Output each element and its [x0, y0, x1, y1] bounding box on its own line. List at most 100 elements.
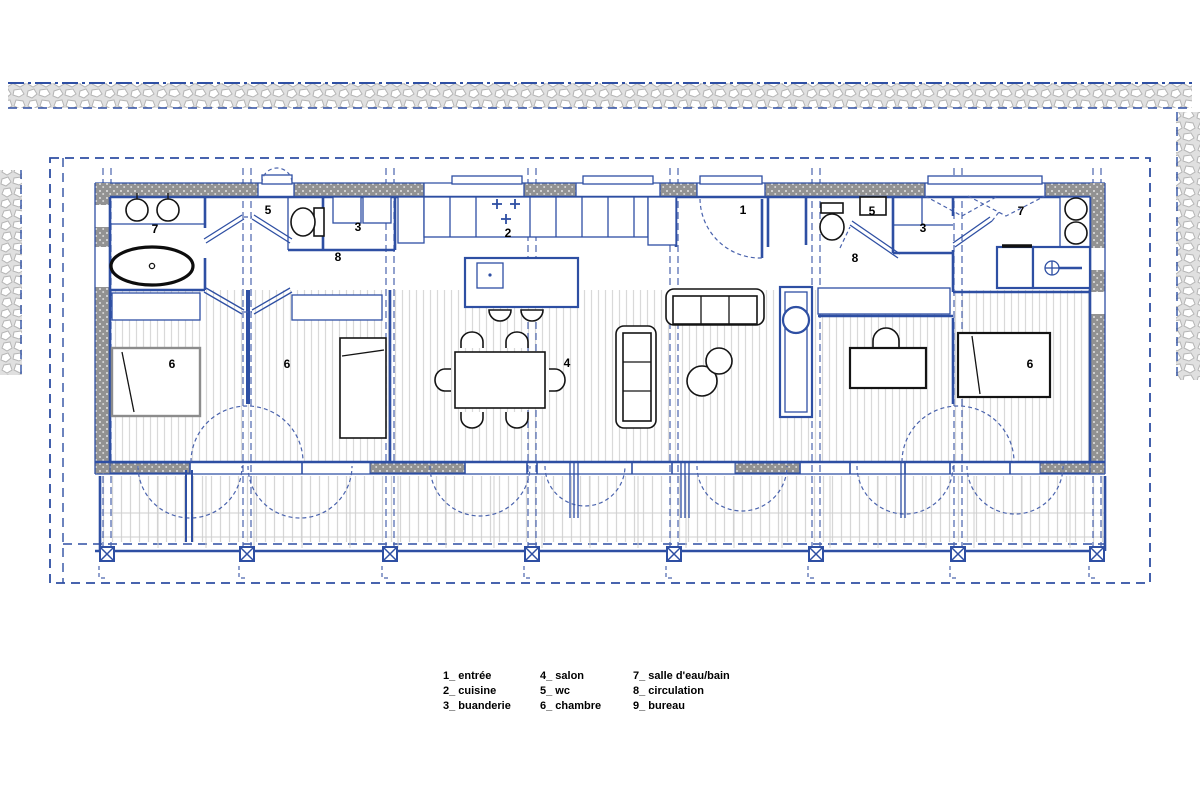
bathroom-right: [995, 196, 1092, 290]
site-hatch-strip-left: [0, 170, 22, 375]
laundry-left: [332, 196, 392, 224]
washbasin-icon: [1064, 197, 1088, 221]
washbasin-icon: [156, 198, 180, 222]
module-grid: [102, 168, 1102, 558]
coffee-table-icon: [705, 347, 733, 375]
room-number-label: 7: [152, 222, 159, 236]
wall-bottom: [95, 460, 1105, 475]
island-sink-icon: [476, 262, 504, 289]
desk-icon: [848, 346, 928, 390]
deck-post-icon: [807, 546, 824, 579]
stool-icon: [488, 309, 512, 322]
toilet-tank-icon: [820, 202, 844, 214]
site-context: [0, 82, 1200, 584]
dining-area: [434, 331, 566, 429]
bureau: [817, 287, 951, 390]
building: [94, 167, 1106, 542]
washer-icon: [332, 196, 362, 224]
chair-icon: [460, 412, 484, 429]
deck-post-icon: [238, 546, 255, 579]
entry-closet-icon: [647, 196, 677, 246]
legend-item: 8_ circulation: [633, 685, 704, 697]
stool-icon: [520, 309, 544, 322]
room-number-label: 8: [852, 251, 859, 265]
kitchen-counter-icon: [423, 196, 649, 238]
wc-right: [819, 202, 845, 241]
open-door-leaves: [569, 463, 906, 518]
deck-posts: [98, 546, 1105, 579]
deck-post-icon: [523, 546, 540, 579]
stove-icon: [781, 305, 811, 335]
pivot-doors-left: [203, 214, 293, 315]
entrance-door: [699, 198, 764, 259]
room-number-label: 8: [335, 250, 342, 264]
washbasin-icon: [1064, 221, 1088, 245]
kitchen-island-icon: [463, 256, 580, 309]
wall-left: [94, 183, 112, 474]
room-number-label: 6: [284, 357, 291, 371]
chair-icon: [505, 412, 529, 429]
room-number-label: 6: [1027, 357, 1034, 371]
chair-icon: [505, 331, 529, 348]
deck-post-icon: [98, 546, 115, 579]
salon: [615, 285, 814, 429]
site-hatch-strip-right: [1176, 112, 1200, 380]
washer-icon: [362, 196, 392, 224]
legend-item: 6_ chambre: [540, 700, 602, 712]
bathroom-left: [109, 193, 205, 287]
tall-cabinet-icon: [397, 196, 425, 244]
room-number-label: 5: [869, 204, 876, 218]
deck: [95, 476, 1107, 553]
washbasin-icon: [125, 198, 149, 222]
deck-post-icon: [1088, 546, 1105, 579]
room-number-label: 4: [564, 356, 571, 370]
partitions-right-block: [818, 197, 1090, 404]
bathtub-icon: [109, 245, 195, 287]
legend-item: 7_ salle d'eau/bain: [633, 670, 730, 682]
window-sills: [261, 174, 1043, 185]
coffee-table-icon: [686, 365, 718, 397]
room-number-label: 3: [920, 221, 927, 235]
wardrobe-icon: [291, 294, 383, 321]
shower-icon: [995, 245, 1035, 290]
legend-item: 4_ salon: [540, 670, 585, 682]
chair-icon: [460, 331, 484, 348]
wardrobe-icon: [111, 292, 201, 321]
legend-item: 1_ entrée: [443, 670, 492, 682]
legend-column: 1_ entrée 2_ cuisine 3_ buanderie: [443, 669, 540, 714]
legend-item: 9_ bureau: [633, 700, 685, 712]
room-number-label: 5: [265, 203, 272, 217]
toilet-icon: [819, 213, 845, 241]
partitions-left-block: [110, 197, 397, 462]
legend-item: 3_ buanderie: [443, 700, 511, 712]
room-number-label: 7: [1018, 204, 1025, 218]
deck-post-icon: [381, 546, 398, 579]
legend-item: 5_ wc: [540, 685, 570, 697]
chair-icon: [434, 368, 451, 392]
property-boundary-line: [49, 157, 1151, 584]
desk-chair-icon: [872, 327, 900, 348]
toilet-icon: [290, 207, 316, 237]
wardrobe-icon: [817, 287, 951, 315]
legend-item: 2_ cuisine: [443, 685, 497, 697]
kitchen: [397, 196, 677, 322]
room-number-label: 6: [169, 357, 176, 371]
chair-icon: [549, 368, 566, 392]
utility-sink-icon: [859, 196, 887, 216]
bedrooms-left: [110, 292, 387, 439]
room-number-label: 1: [740, 203, 747, 217]
deck-post-icon: [949, 546, 966, 579]
wall-right: [1088, 183, 1106, 474]
room-number-label: 3: [355, 220, 362, 234]
deck-door-swings: [137, 405, 1064, 542]
cooktop-icon: [492, 199, 520, 224]
bathtub-drain-icon: [148, 262, 156, 270]
legend-column: 7_ salle d'eau/bain 8_ circulation 9_ bure…: [633, 669, 730, 714]
legend: 1_ entrée 2_ cuisine 3_ buanderie 4_ salon 5…: [443, 669, 730, 714]
bed-icon: [110, 346, 202, 418]
bed-icon: [956, 331, 1052, 399]
wall-top: [95, 167, 1105, 259]
deck-post-icon: [665, 546, 682, 579]
